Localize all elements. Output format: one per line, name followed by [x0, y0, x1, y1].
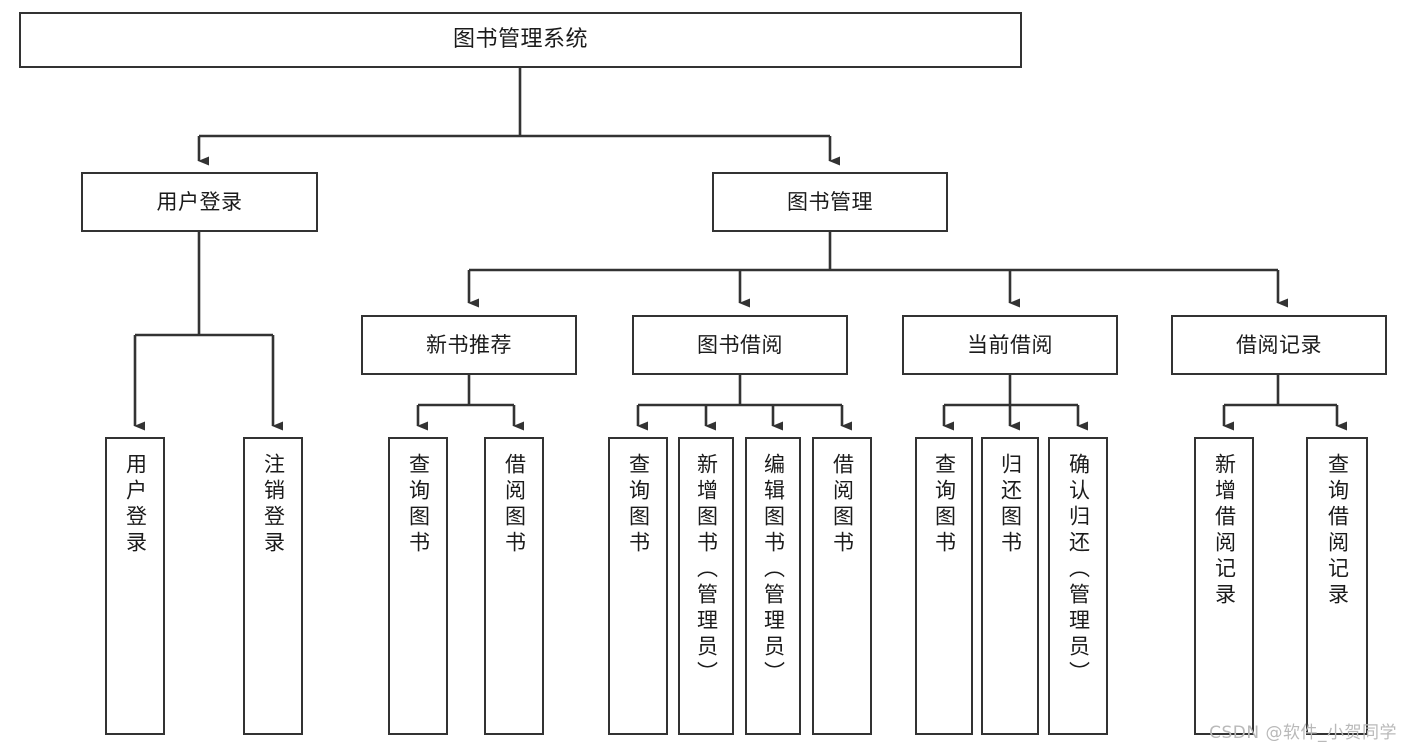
leaf-logout-login[interactable]: 注销登录 [243, 437, 303, 735]
node-new-book-recommend[interactable]: 新书推荐 [361, 315, 577, 375]
leaf-borrow-book-1[interactable]: 借阅图书 [484, 437, 544, 735]
node-label: 归还图书 [998, 453, 1023, 557]
leaf-add-borrow-record[interactable]: 新增借阅记录 [1194, 437, 1254, 735]
node-book-borrow[interactable]: 图书借阅 [632, 315, 848, 375]
node-label: 借阅图书 [830, 453, 855, 557]
leaf-user-login[interactable]: 用户登录 [105, 437, 165, 735]
node-label: 当前借阅 [967, 332, 1053, 357]
node-label: 新增借阅记录 [1212, 453, 1237, 609]
node-root-system[interactable]: 图书管理系统 [19, 12, 1022, 68]
node-label: 注销登录 [261, 453, 286, 557]
node-label: 图书管理 [787, 189, 873, 214]
leaf-return-book[interactable]: 归还图书 [981, 437, 1039, 735]
node-label: 用户登录 [156, 189, 243, 214]
node-label: 借阅图书 [502, 453, 527, 557]
leaf-edit-book[interactable]: 编辑图书（管理员） [745, 437, 801, 735]
node-label: 新书推荐 [426, 332, 512, 357]
node-label: 用户登录 [123, 453, 148, 557]
node-label: 查询借阅记录 [1325, 453, 1350, 609]
leaf-query-borrow-record[interactable]: 查询借阅记录 [1306, 437, 1368, 735]
leaf-borrow-book-2[interactable]: 借阅图书 [812, 437, 872, 735]
leaf-query-book-2[interactable]: 查询图书 [608, 437, 668, 735]
leaf-add-book[interactable]: 新增图书（管理员） [678, 437, 734, 735]
leaf-confirm-return[interactable]: 确认归还（管理员） [1048, 437, 1108, 735]
node-borrow-record[interactable]: 借阅记录 [1171, 315, 1387, 375]
node-label: 新增图书（管理员） [694, 453, 719, 687]
node-label: 图书管理系统 [452, 27, 588, 53]
node-label: 图书借阅 [697, 332, 783, 357]
leaf-query-book-1[interactable]: 查询图书 [388, 437, 448, 735]
node-label: 查询图书 [406, 453, 431, 557]
node-label: 查询图书 [932, 453, 957, 557]
node-book-management[interactable]: 图书管理 [712, 172, 948, 232]
leaf-query-book-3[interactable]: 查询图书 [915, 437, 973, 735]
node-label: 查询图书 [626, 453, 651, 557]
node-user-login[interactable]: 用户登录 [81, 172, 318, 232]
node-label: 编辑图书（管理员） [761, 453, 786, 687]
node-label: 借阅记录 [1236, 332, 1322, 357]
node-label: 确认归还（管理员） [1066, 453, 1091, 687]
node-current-borrow[interactable]: 当前借阅 [902, 315, 1118, 375]
